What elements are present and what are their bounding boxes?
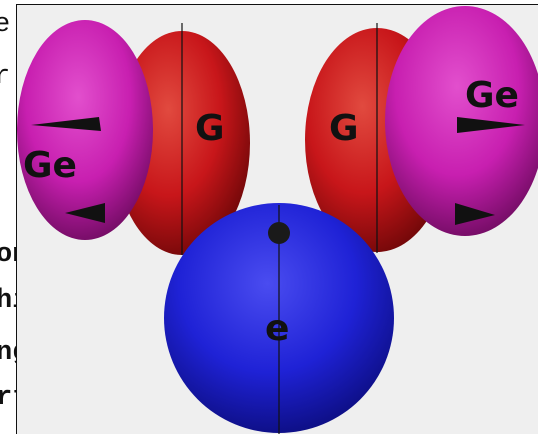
right-red-label: G bbox=[329, 108, 359, 149]
left-red-lobe bbox=[114, 23, 250, 255]
right-pink-label: Ge bbox=[465, 75, 519, 116]
background-text-line: r bbox=[0, 62, 11, 92]
orbital-diagram: Ge G G Ge e bbox=[17, 6, 538, 434]
right-pink-lobe bbox=[385, 6, 538, 236]
left-pink-lobe bbox=[17, 20, 153, 240]
blue-sphere bbox=[164, 203, 394, 434]
left-pink-label: Ge bbox=[23, 145, 77, 186]
background-text-line: e bbox=[0, 10, 11, 40]
orbital-render-panel: Ge G G Ge e bbox=[16, 4, 538, 434]
left-red-label: G bbox=[195, 108, 225, 149]
blue-label: e bbox=[265, 308, 289, 349]
